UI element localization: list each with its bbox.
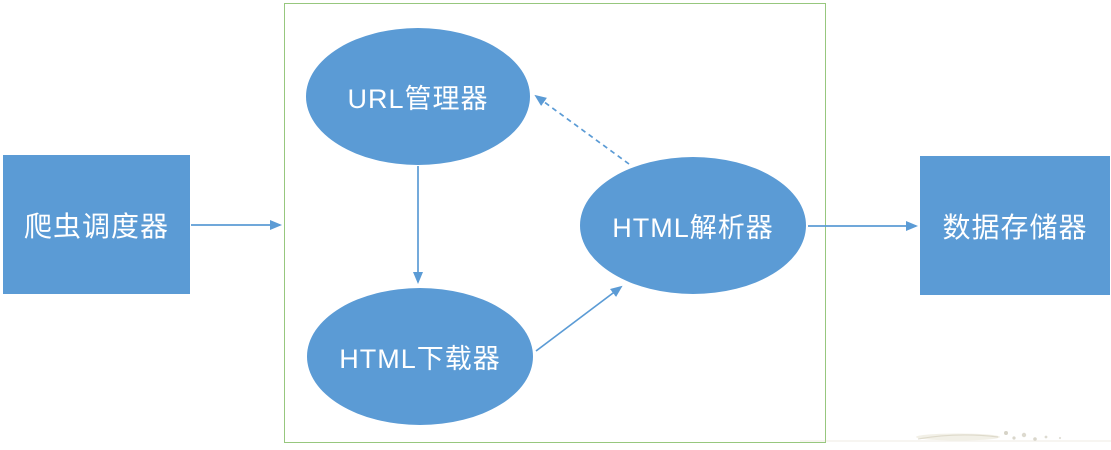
node-crawler-scheduler: 爬虫调度器 (3, 155, 190, 294)
core-boundary-box (284, 3, 826, 443)
node-url-manager: URL管理器 (306, 28, 530, 165)
node-html-downloader-label: HTML下载器 (339, 344, 501, 374)
node-url-manager-label: URL管理器 (347, 84, 489, 114)
node-data-storage: 数据存储器 (920, 156, 1110, 295)
node-html-parser-label: HTML解析器 (612, 213, 774, 243)
node-html-parser: HTML解析器 (580, 157, 806, 294)
scan-smudge-artifact (800, 431, 1111, 442)
node-crawler-scheduler-label: 爬虫调度器 (23, 210, 169, 242)
node-data-storage-label: 数据存储器 (942, 211, 1088, 243)
node-html-downloader: HTML下载器 (307, 288, 533, 425)
